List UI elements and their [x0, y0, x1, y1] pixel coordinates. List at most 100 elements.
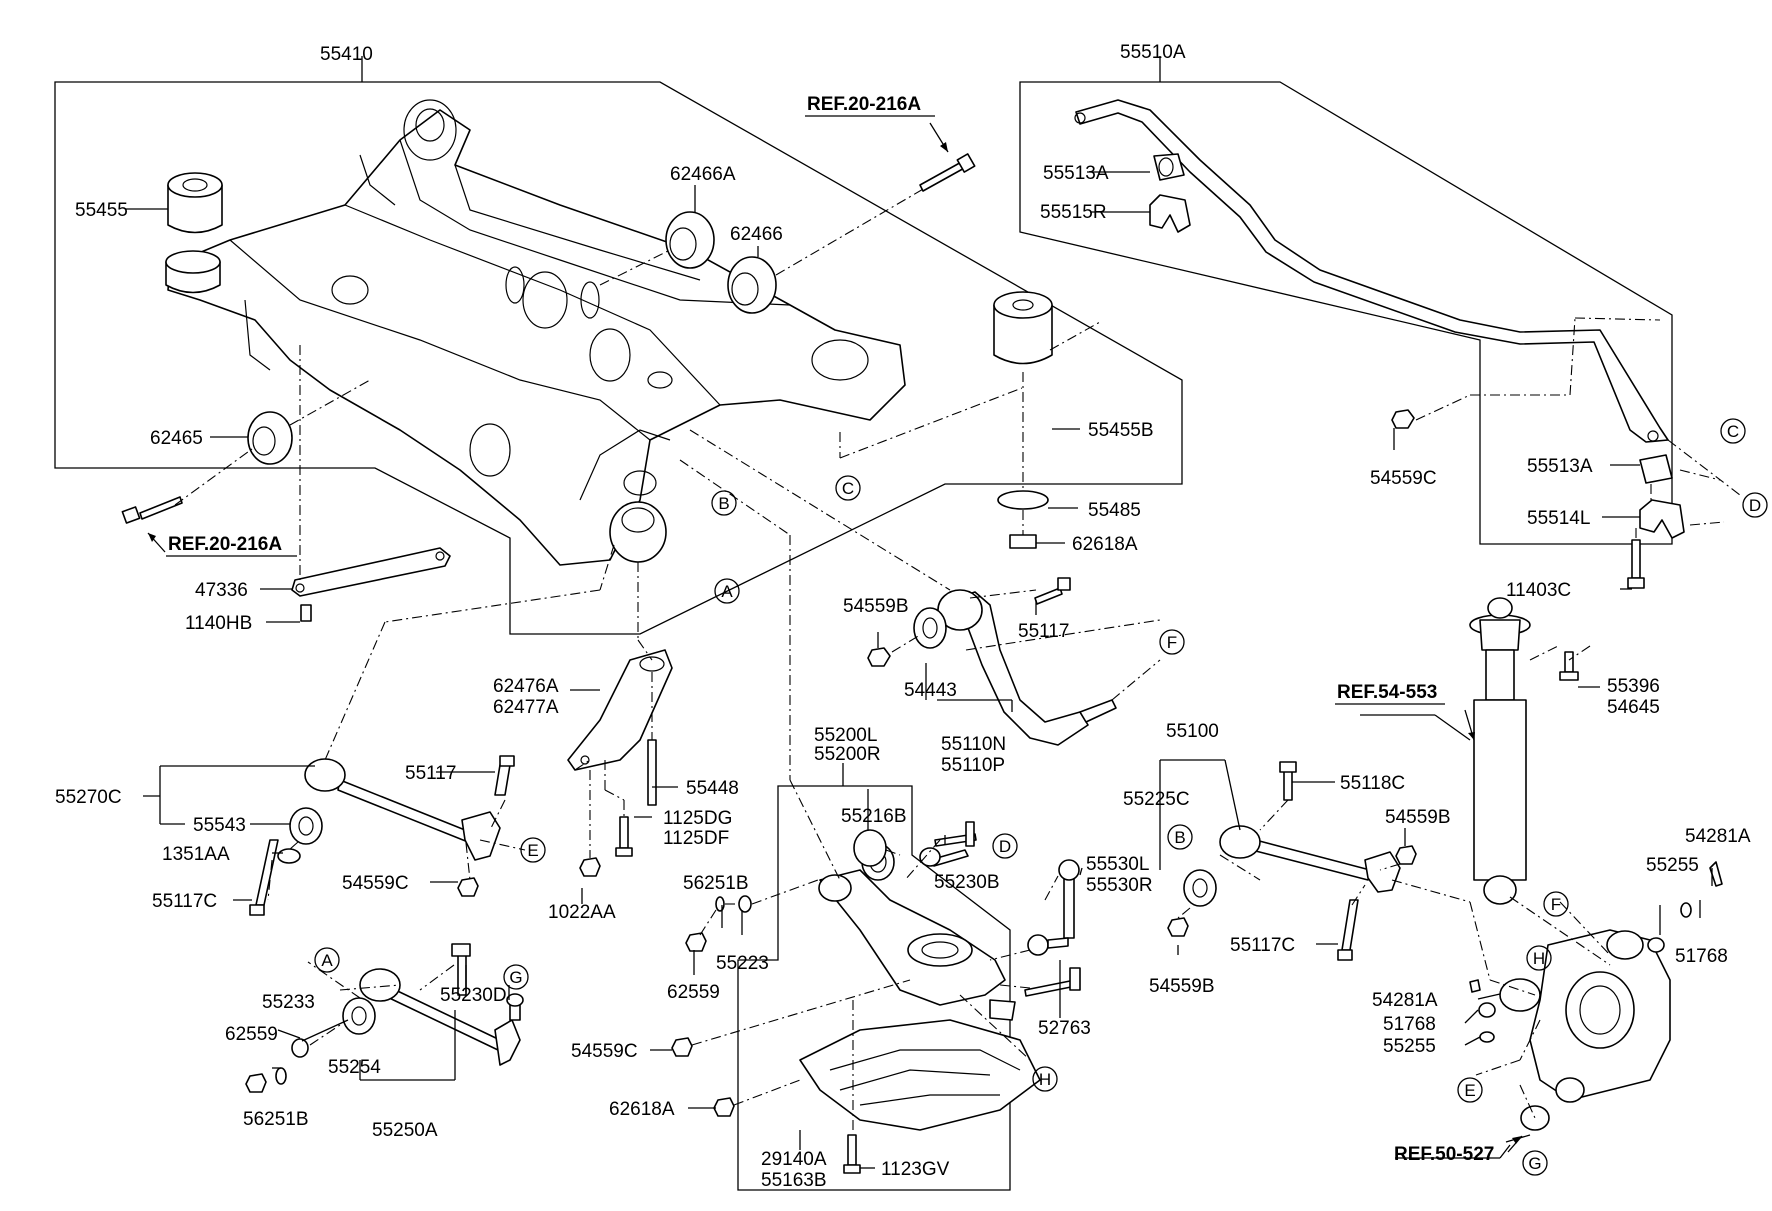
label-55455: 55455: [75, 200, 128, 221]
label-62559-mid: 62559: [667, 982, 720, 1003]
label-55254: 55254: [328, 1057, 381, 1078]
callout-f2: F: [1543, 891, 1569, 917]
reference-labels: REF.20-216A REF.20-216A REF.54-553 REF.5…: [166, 94, 1494, 1165]
label-62477A: 62477A: [493, 697, 559, 718]
label-55110N: 55110N: [941, 734, 1006, 755]
callout-b1: B: [711, 490, 737, 516]
callout-d1: D: [1742, 492, 1768, 518]
label-55270C: 55270C: [55, 787, 122, 808]
lower-arm-group-label-r: 55200R: [814, 744, 881, 765]
lateral-arm-55270C: [249, 755, 515, 916]
leader-lines: [125, 171, 1713, 1169]
label-51768-bot: 51768: [1383, 1014, 1436, 1035]
svg-text:E: E: [1464, 1081, 1475, 1100]
label-51768-top: 51768: [1675, 946, 1728, 967]
label-54559B-bot: 54559B: [1149, 976, 1215, 997]
svg-text:A: A: [321, 951, 333, 970]
label-55255-top: 55255: [1646, 855, 1699, 876]
svg-text:H: H: [1533, 949, 1545, 968]
label-1140HB: 1140HB: [185, 613, 252, 634]
stabilizer-bar: [1074, 99, 1669, 443]
subframe-group-label: 55410: [320, 44, 373, 65]
label-55485: 55485: [1088, 500, 1141, 521]
callout-c1: C: [835, 475, 861, 501]
bolt-11403C: [1627, 539, 1645, 589]
label-55513A-top: 55513A: [1043, 163, 1109, 184]
label-55117-top: 55117: [1018, 621, 1069, 642]
svg-text:A: A: [721, 582, 733, 601]
bolt-52763: [1024, 967, 1081, 997]
lower-control-arm-55250A: [245, 943, 524, 1093]
label-55233: 55233: [262, 992, 315, 1013]
callout-a1: A: [714, 578, 740, 604]
label-54559C-mid: 54559C: [571, 1041, 638, 1062]
ref-label-shock: REF.54-553: [1337, 682, 1437, 703]
callout-g2: G: [1522, 1150, 1548, 1176]
label-54281A-bot: 54281A: [1372, 990, 1438, 1011]
label-1022AA: 1022AA: [548, 902, 616, 923]
bracket-62476A: [567, 649, 673, 877]
callout-f1: F: [1159, 629, 1185, 655]
label-1125DG: 1125DG: [663, 808, 732, 829]
label-54559B-right: 54559B: [1385, 807, 1451, 828]
label-55216B: 55216B: [841, 806, 907, 827]
label-11403C: 11403C: [1506, 580, 1571, 601]
callout-c2: C: [1720, 418, 1746, 444]
skid-plate-29140A: [799, 1019, 1041, 1131]
part-number-labels: 55455 62466A 62466 62465 47336 1140HB 55…: [55, 163, 1751, 1191]
label-54281A-top: 54281A: [1685, 826, 1751, 847]
label-55118C: 55118C: [1340, 773, 1405, 794]
label-55530R: 55530R: [1086, 875, 1153, 896]
label-55255-bot: 55255: [1383, 1036, 1436, 1057]
shock-absorber: [1469, 597, 1579, 905]
label-55230D: 55230D: [440, 985, 507, 1006]
svg-text:D: D: [1749, 496, 1761, 515]
label-55117C-right: 55117C: [1230, 935, 1295, 956]
callout-d2: D: [992, 833, 1018, 859]
svg-text:G: G: [1528, 1154, 1541, 1173]
label-55514L: 55514L: [1527, 508, 1590, 529]
label-47336: 47336: [195, 580, 248, 601]
label-54443: 54443: [904, 680, 957, 701]
bushing-62466A: [665, 211, 715, 269]
label-55455B: 55455B: [1088, 420, 1154, 441]
bushing-62466: [727, 256, 777, 314]
label-55225C: 55225C: [1123, 789, 1190, 810]
lower-arm-group-outline: 55200L 55200R: [737, 725, 1011, 1191]
ref-arrows: [147, 122, 1523, 1153]
stabilizer-bushing-55513A-top: [1153, 153, 1185, 181]
stabilizer-group-label: 55510A: [1120, 42, 1186, 63]
label-55513A-bot: 55513A: [1527, 456, 1593, 477]
label-55543: 55543: [193, 815, 246, 836]
label-62559-bot: 62559: [225, 1024, 278, 1045]
label-55163B: 55163B: [761, 1170, 827, 1191]
bolt-ref-top: [919, 153, 976, 192]
label-62466A: 62466A: [670, 164, 736, 185]
bolt-ref-left: [121, 496, 183, 524]
callout-h1: H: [1032, 1066, 1058, 1092]
label-54559B-top: 54559B: [843, 596, 909, 617]
stay-47336: [291, 547, 451, 622]
nut-54559C-mid: [671, 1037, 693, 1057]
label-62476A: 62476A: [493, 676, 559, 697]
svg-text:F: F: [1551, 895, 1561, 914]
label-62466: 62466: [730, 224, 783, 245]
label-56251B-bot: 56251B: [243, 1109, 309, 1130]
label-62618A-top: 62618A: [1072, 534, 1138, 555]
label-1123GV: 1123GV: [881, 1159, 950, 1180]
callout-g1: G: [503, 964, 529, 990]
dashed-connectors: [174, 187, 1741, 1130]
ref-label-left: REF.20-216A: [168, 534, 282, 555]
nut-washer-mid: [685, 895, 752, 952]
nut-62618A-mid: [713, 1097, 735, 1117]
label-56251B-mid: 56251B: [683, 873, 749, 894]
label-55223: 55223: [716, 953, 769, 974]
label-55117-left: 55117: [405, 763, 456, 784]
bolt-1123GV: [843, 1134, 861, 1174]
rear-subframe: [167, 99, 906, 566]
label-54645: 54645: [1607, 697, 1660, 718]
svg-text:C: C: [842, 479, 854, 498]
label-52763: 52763: [1038, 1018, 1091, 1039]
label-55117C-left: 55117C: [152, 891, 217, 912]
